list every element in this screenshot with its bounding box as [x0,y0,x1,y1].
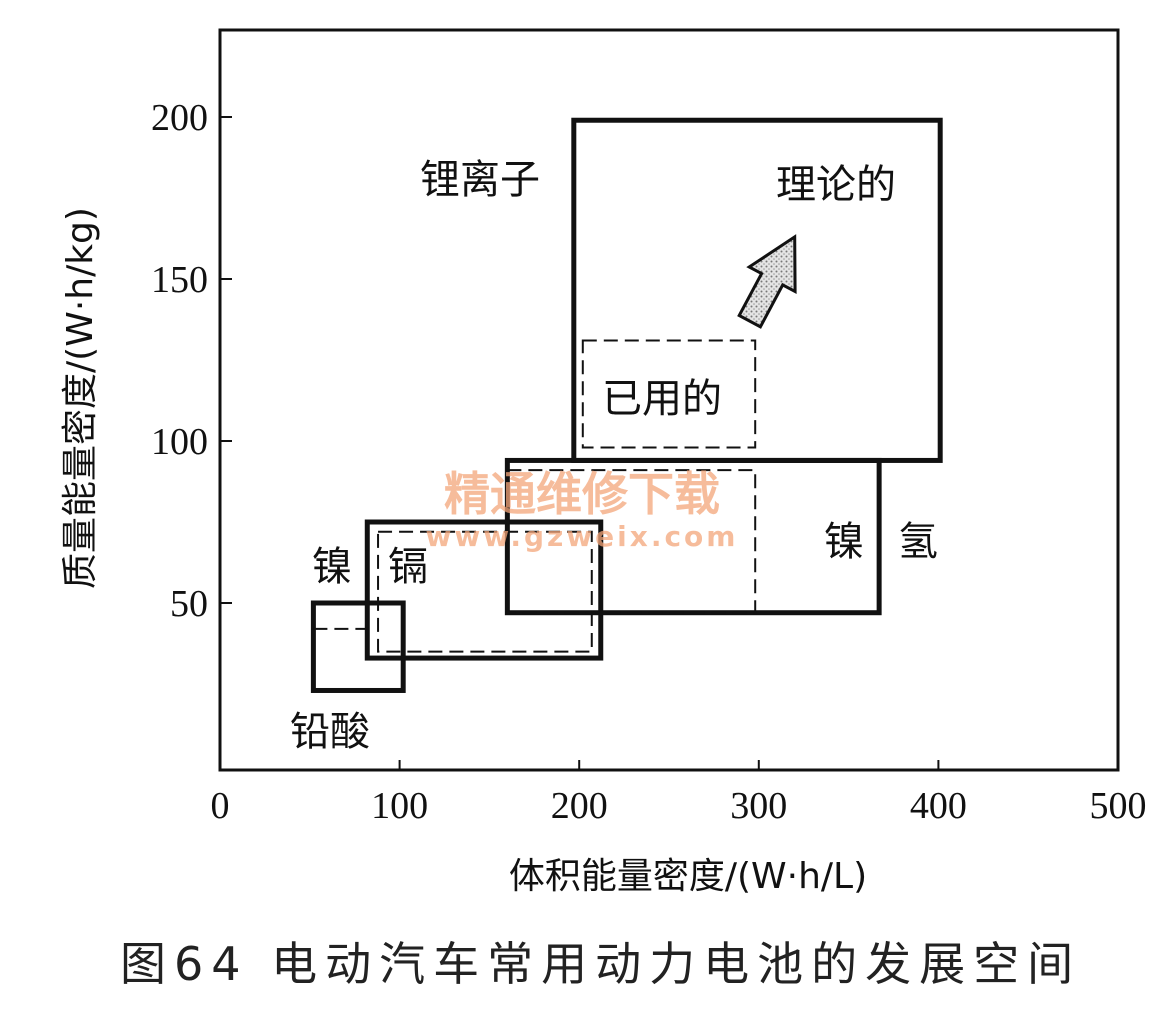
y-tick-label: 200 [151,97,208,139]
x-tick-label: 0 [211,785,230,827]
region-solid-5 [571,117,943,463]
region-dashed-6 [581,339,757,449]
x-tick-label: 200 [551,785,608,827]
x-axis-title: 体积能量密度/(W·h/L) [509,856,867,897]
ni-mh-label-2: 氢 [898,519,938,565]
x-tick-label: 400 [910,785,967,827]
x-tick-label: 100 [371,785,428,827]
region-dashed-2 [377,530,593,653]
ni-cd-label-1: 镍 [312,544,352,590]
y-tick-label: 150 [151,259,208,301]
li-ion-label: 锂离子 [420,157,540,203]
lead-acid-label: 铅酸 [290,709,370,755]
watermark-url: www.gzweix.com [426,520,739,553]
region-solid-0 [310,600,406,693]
x-tick-labels: 0 100 200 300 400 500 [211,760,1147,827]
watermark-title: 精通维修下载 [444,467,720,521]
x-tick-label: 300 [730,785,787,827]
improvement-arrow [737,234,797,329]
used-label: 已用的 [602,376,722,422]
ni-mh-label-1: 镍 [824,519,864,565]
ni-cd-label-2: 镉 [388,544,428,590]
battery-regions [310,117,943,693]
y-tick-labels: 50 100 150 200 [151,97,232,625]
region-dashed-4 [506,469,757,614]
y-axis-title: 质量能量密度/(W·h/kg) [60,207,101,589]
theoretical-label: 理论的 [776,162,896,208]
y-tick-label: 100 [151,421,208,463]
plot-frame [218,28,1120,772]
region-solid-1 [364,519,604,661]
y-tick-label: 50 [170,583,208,625]
x-tick-label: 500 [1090,785,1147,827]
figure-caption: 图64 电动汽车常用动力电池的发展空间 [120,937,1081,991]
